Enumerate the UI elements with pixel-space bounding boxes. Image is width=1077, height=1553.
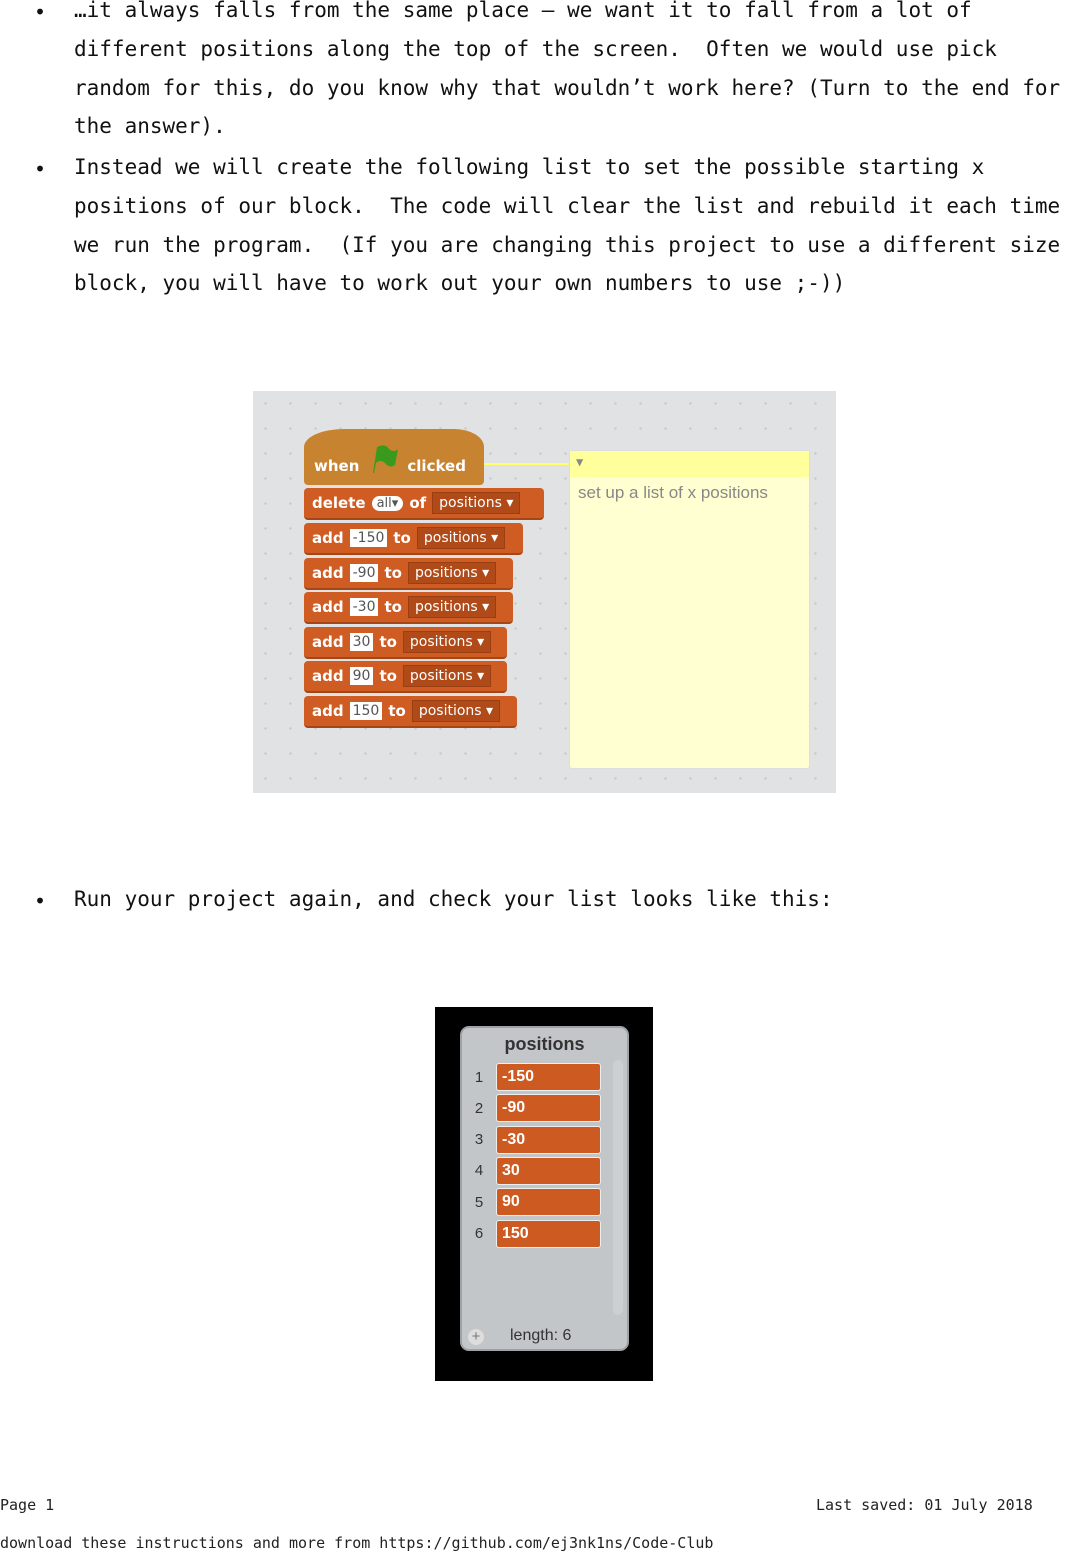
list-dropdown[interactable]: positions ▾ bbox=[416, 527, 506, 549]
bullet-icon: • bbox=[34, 0, 47, 24]
text-line: we run the program. (If you are changing… bbox=[74, 233, 1061, 257]
list-length: length: 6 bbox=[510, 1327, 572, 1344]
add-label: add bbox=[312, 701, 344, 720]
list-item[interactable]: 5 90 bbox=[462, 1188, 601, 1217]
of-label: of bbox=[409, 494, 427, 512]
value-input[interactable]: -90 bbox=[349, 563, 379, 582]
item-value[interactable]: 90 bbox=[496, 1188, 601, 1217]
to-label: to bbox=[379, 667, 397, 685]
add-to-list-block: add -150 to positions ▾ bbox=[304, 523, 523, 555]
page-number: Page 1 bbox=[0, 1496, 55, 1514]
item-value[interactable]: 30 bbox=[496, 1156, 601, 1185]
green-flag-icon bbox=[373, 445, 399, 473]
add-label: add bbox=[312, 529, 344, 547]
item-index: 5 bbox=[474, 1193, 484, 1211]
to-label: to bbox=[384, 563, 402, 582]
list-dropdown[interactable]: positions ▾ bbox=[407, 596, 497, 618]
list-item[interactable]: 4 30 bbox=[462, 1156, 601, 1185]
collapse-triangle-icon[interactable]: ▼ bbox=[576, 455, 584, 469]
when-label: when bbox=[314, 457, 360, 475]
list-dropdown[interactable]: positions ▾ bbox=[407, 561, 497, 584]
list-item[interactable]: 2 -90 bbox=[462, 1094, 601, 1123]
text-line: positions of our block. The code will cl… bbox=[74, 194, 1061, 218]
text-line: Run your project again, and check your l… bbox=[74, 887, 833, 911]
text-line: …it always falls from the same place – w… bbox=[74, 0, 972, 22]
delete-option-dropdown[interactable]: all▾ bbox=[371, 495, 404, 511]
list-monitor-screenshot: positions 1 -150 2 -90 3 -30 4 30 5 90 6 150 + leng… bbox=[435, 1007, 653, 1381]
list-item[interactable]: 1 -150 bbox=[462, 1063, 601, 1091]
item-value[interactable]: -30 bbox=[496, 1125, 601, 1154]
add-item-icon[interactable]: + bbox=[468, 1329, 484, 1345]
text-line: random for this, do you know why that wo… bbox=[74, 76, 1061, 100]
item-value[interactable]: -150 bbox=[496, 1063, 601, 1091]
value-input[interactable]: -150 bbox=[349, 529, 388, 547]
value-input[interactable]: -30 bbox=[349, 598, 379, 616]
add-label: add bbox=[312, 667, 344, 685]
to-label: to bbox=[384, 598, 402, 616]
add-to-list-block: add 150 to positions ▾ bbox=[304, 695, 517, 728]
list-dropdown[interactable]: positions ▾ bbox=[411, 699, 501, 722]
comment-note[interactable]: ▼ set up a list of x positions bbox=[569, 450, 810, 769]
list-dropdown[interactable]: positions ▾ bbox=[402, 665, 492, 687]
last-saved: Last saved: 01 July 2018 bbox=[816, 1496, 1033, 1514]
to-label: to bbox=[379, 632, 397, 651]
delete-label: delete bbox=[312, 494, 366, 512]
when-flag-clicked-block: when clicked bbox=[304, 429, 484, 485]
text-line: the answer). bbox=[74, 114, 226, 138]
to-label: to bbox=[393, 529, 411, 547]
item-value[interactable]: 150 bbox=[496, 1219, 601, 1248]
comment-connector bbox=[484, 463, 569, 465]
text-line: different positions along the top of the… bbox=[74, 37, 997, 61]
to-label: to bbox=[388, 701, 406, 720]
clicked-label: clicked bbox=[407, 457, 466, 475]
add-to-list-block: add -90 to positions ▾ bbox=[304, 557, 513, 590]
item-index: 6 bbox=[474, 1225, 484, 1242]
bullet-icon: • bbox=[34, 889, 47, 913]
list-title: positions bbox=[504, 1034, 585, 1054]
scratch-script-screenshot: when clicked delete all▾ of positions ▾ … bbox=[253, 391, 836, 793]
add-to-list-block: add 90 to positions ▾ bbox=[304, 661, 507, 693]
value-input[interactable]: 30 bbox=[349, 632, 374, 651]
text-line: Instead we will create the following lis… bbox=[74, 155, 985, 179]
add-label: add bbox=[312, 598, 344, 616]
item-index: 2 bbox=[474, 1099, 484, 1117]
value-input[interactable]: 150 bbox=[349, 701, 383, 720]
item-index: 3 bbox=[474, 1131, 484, 1149]
add-to-list-block: add -30 to positions ▾ bbox=[304, 592, 513, 624]
item-value[interactable]: -90 bbox=[496, 1094, 601, 1123]
scrollbar[interactable] bbox=[613, 1060, 623, 1315]
add-label: add bbox=[312, 632, 344, 651]
download-note: download these instructions and more fro… bbox=[0, 1534, 714, 1552]
list-dropdown[interactable]: positions ▾ bbox=[432, 492, 521, 514]
bullet-icon: • bbox=[34, 157, 47, 181]
text-line: block, you will have to work out your ow… bbox=[74, 271, 846, 295]
value-input[interactable]: 90 bbox=[349, 667, 374, 685]
list-item[interactable]: 3 -30 bbox=[462, 1125, 601, 1154]
add-label: add bbox=[312, 563, 344, 582]
comment-header[interactable]: ▼ bbox=[570, 451, 809, 477]
list-item[interactable]: 6 150 bbox=[462, 1219, 601, 1248]
add-to-list-block: add 30 to positions ▾ bbox=[304, 626, 507, 659]
item-index: 4 bbox=[474, 1162, 484, 1180]
item-index: 1 bbox=[474, 1068, 484, 1086]
comment-text[interactable]: set up a list of x positions bbox=[578, 483, 768, 502]
delete-block: delete all▾ of positions ▾ bbox=[304, 488, 544, 520]
list-monitor: positions 1 -150 2 -90 3 -30 4 30 5 90 6 150 + leng… bbox=[460, 1026, 629, 1351]
list-dropdown[interactable]: positions ▾ bbox=[402, 630, 492, 653]
